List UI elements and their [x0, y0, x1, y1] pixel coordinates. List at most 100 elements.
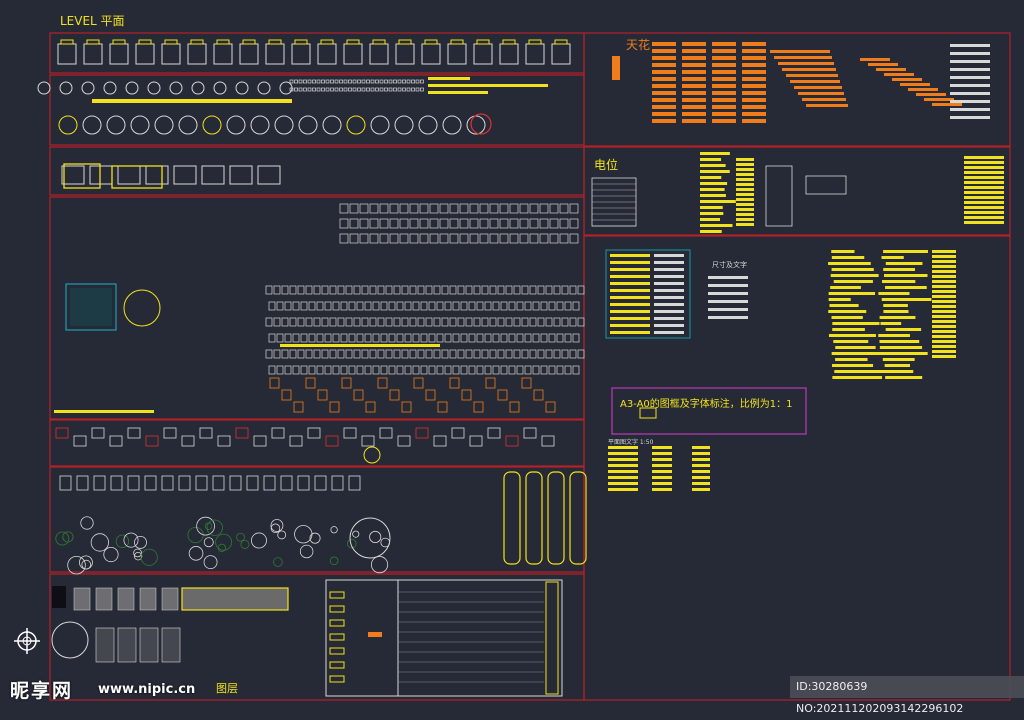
equipment-block — [163, 427, 177, 439]
round-table — [154, 115, 174, 135]
sofa-block — [292, 301, 300, 311]
note-text — [932, 340, 956, 343]
sofa-block — [540, 365, 548, 375]
elec-text — [964, 191, 1004, 194]
sofa-block — [364, 365, 372, 375]
round-table — [274, 115, 294, 135]
plant-block — [299, 544, 314, 559]
plant-block — [270, 523, 281, 533]
elec-text — [736, 218, 754, 221]
sofa-block — [273, 285, 281, 295]
ceiling-legend-cell — [652, 70, 676, 74]
sofa-block — [572, 333, 580, 343]
dining-set — [89, 165, 113, 185]
sofa-block — [509, 218, 519, 229]
sofa-block — [404, 365, 412, 375]
sofa-block — [372, 333, 380, 343]
note-text — [828, 292, 876, 295]
dim-table — [605, 249, 691, 339]
ceiling-legend-cell — [682, 42, 706, 46]
sofa-block — [444, 301, 452, 311]
elec-text — [964, 196, 1004, 199]
note-text — [880, 322, 902, 325]
round-table — [106, 115, 126, 135]
chair-block — [178, 475, 191, 491]
equipment-block — [217, 435, 231, 447]
sofa-block — [428, 301, 436, 311]
plant-block — [55, 531, 70, 546]
plant-block — [115, 534, 130, 548]
sofa-block — [540, 333, 548, 343]
note-text — [932, 300, 956, 303]
plant-block — [215, 533, 233, 551]
elec-text — [736, 193, 754, 196]
sofa-block — [481, 317, 489, 327]
sofa-block — [519, 203, 529, 214]
note-text — [828, 262, 871, 265]
sofa-block — [361, 285, 369, 295]
sofa-block — [385, 317, 393, 327]
ceiling-legend-cell — [652, 63, 676, 67]
sofa-block — [457, 317, 465, 327]
sofa-block — [489, 317, 497, 327]
sofa-block — [348, 333, 356, 343]
dim-text — [708, 276, 748, 279]
site-logo: 昵享网 — [10, 680, 74, 702]
equipment-block — [361, 435, 375, 447]
plant-block — [187, 526, 204, 544]
chair-block — [110, 475, 123, 491]
sofa-block — [476, 365, 484, 375]
equipment-block — [325, 435, 339, 447]
sofa-block — [369, 317, 377, 327]
sofa-block — [519, 218, 529, 229]
round-table — [370, 115, 390, 135]
sofa-block — [399, 233, 409, 244]
note-text — [830, 286, 861, 289]
bed-block — [187, 43, 207, 65]
ceiling-legend-cell — [742, 70, 766, 74]
sofa-block — [324, 301, 332, 311]
ceiling-label: 天花 — [626, 38, 651, 52]
sofa-block — [379, 203, 389, 214]
sofa-block — [549, 203, 559, 214]
bed-block — [421, 43, 441, 65]
ceiling-legend-cell — [868, 63, 898, 66]
paper-frame — [639, 407, 657, 419]
sofa-block — [321, 317, 329, 327]
dim-text-label: 尺寸及文字 — [712, 261, 747, 269]
bed-block — [369, 43, 389, 65]
note-text — [932, 330, 956, 333]
plant-block — [90, 533, 109, 552]
sofa-block — [529, 203, 539, 214]
bath-block — [413, 377, 424, 389]
chair-block — [325, 79, 330, 84]
sofa-block — [539, 218, 549, 229]
dim-text — [610, 303, 650, 306]
bath-block — [521, 377, 532, 389]
plan-text — [608, 482, 638, 485]
chair-block — [212, 475, 225, 491]
sofa-block — [469, 218, 479, 229]
bath-block — [449, 377, 460, 389]
sofa-block — [532, 365, 540, 375]
bed-block — [291, 43, 311, 65]
equipment-block — [505, 435, 519, 447]
sofa-block — [444, 365, 452, 375]
text-bar — [280, 344, 440, 347]
sofa-block — [569, 349, 577, 359]
sofa-block — [268, 365, 276, 375]
dim-text — [708, 308, 748, 311]
chair-block — [379, 79, 384, 84]
sofa-block — [556, 301, 564, 311]
ceiling-legend-cell — [774, 56, 832, 59]
plant-block — [204, 522, 213, 530]
note-text — [932, 265, 956, 268]
ceiling-legend-cell — [876, 68, 906, 71]
bed-block — [239, 43, 259, 65]
note-text — [831, 268, 874, 271]
sofa-block — [540, 301, 548, 311]
material-swatch — [117, 587, 135, 611]
sofa-block — [489, 218, 499, 229]
sofa-block — [572, 301, 580, 311]
